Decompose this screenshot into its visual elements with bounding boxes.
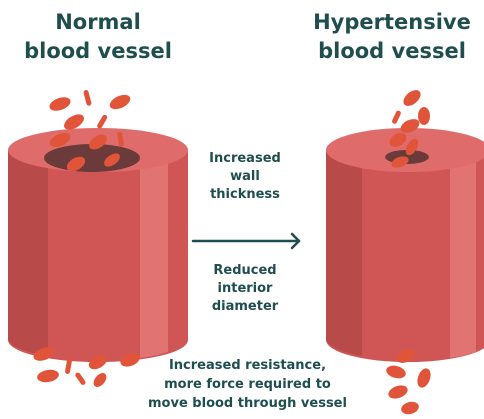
title-line: blood vessel [294,37,484,66]
title-hypertensive-vessel: Hypertensive blood vessel [294,8,484,66]
blood-cell [400,400,420,416]
blood-cell [107,92,132,112]
label-line: interior [180,280,310,298]
blood-cell [418,107,430,125]
label-wall-thickness: Increased wall thickness [185,150,305,204]
normal-vessel-highlight [140,162,168,358]
hyper-vessel-highlight [450,162,476,358]
title-line: blood vessel [0,37,196,66]
title-normal-vessel: Normal blood vessel [0,8,196,66]
blood-cell [385,364,407,381]
label-line: Increased resistance, [120,356,375,375]
blood-cell [400,87,423,109]
label-line: diameter [180,298,310,316]
blood-cell [48,95,73,114]
blood-cell [387,383,410,401]
blood-cell [391,110,401,125]
label-line: Reduced [180,262,310,280]
blood-cell [96,114,108,129]
label-line: thickness [185,186,305,204]
label-line: move blood through vessel [120,394,375,413]
title-line: Normal [0,8,196,37]
normal-vessel [8,128,188,362]
blood-cell [74,372,86,386]
title-line: Hypertensive [294,8,484,37]
hyper-vessel-shade-left [326,150,362,356]
blood-cell [91,371,109,390]
label-interior-diameter: Reduced interior diameter [180,262,310,316]
blood-cell [415,367,433,390]
label-line: Increased [185,150,305,168]
label-line: wall [185,168,305,186]
blood-cell [83,89,92,106]
arrow-right-icon [193,234,299,248]
label-line: more force required to [120,375,375,394]
label-resistance: Increased resistance, more force require… [120,356,375,413]
normal-vessel-shade-left [8,150,48,356]
blood-cell [36,368,60,384]
